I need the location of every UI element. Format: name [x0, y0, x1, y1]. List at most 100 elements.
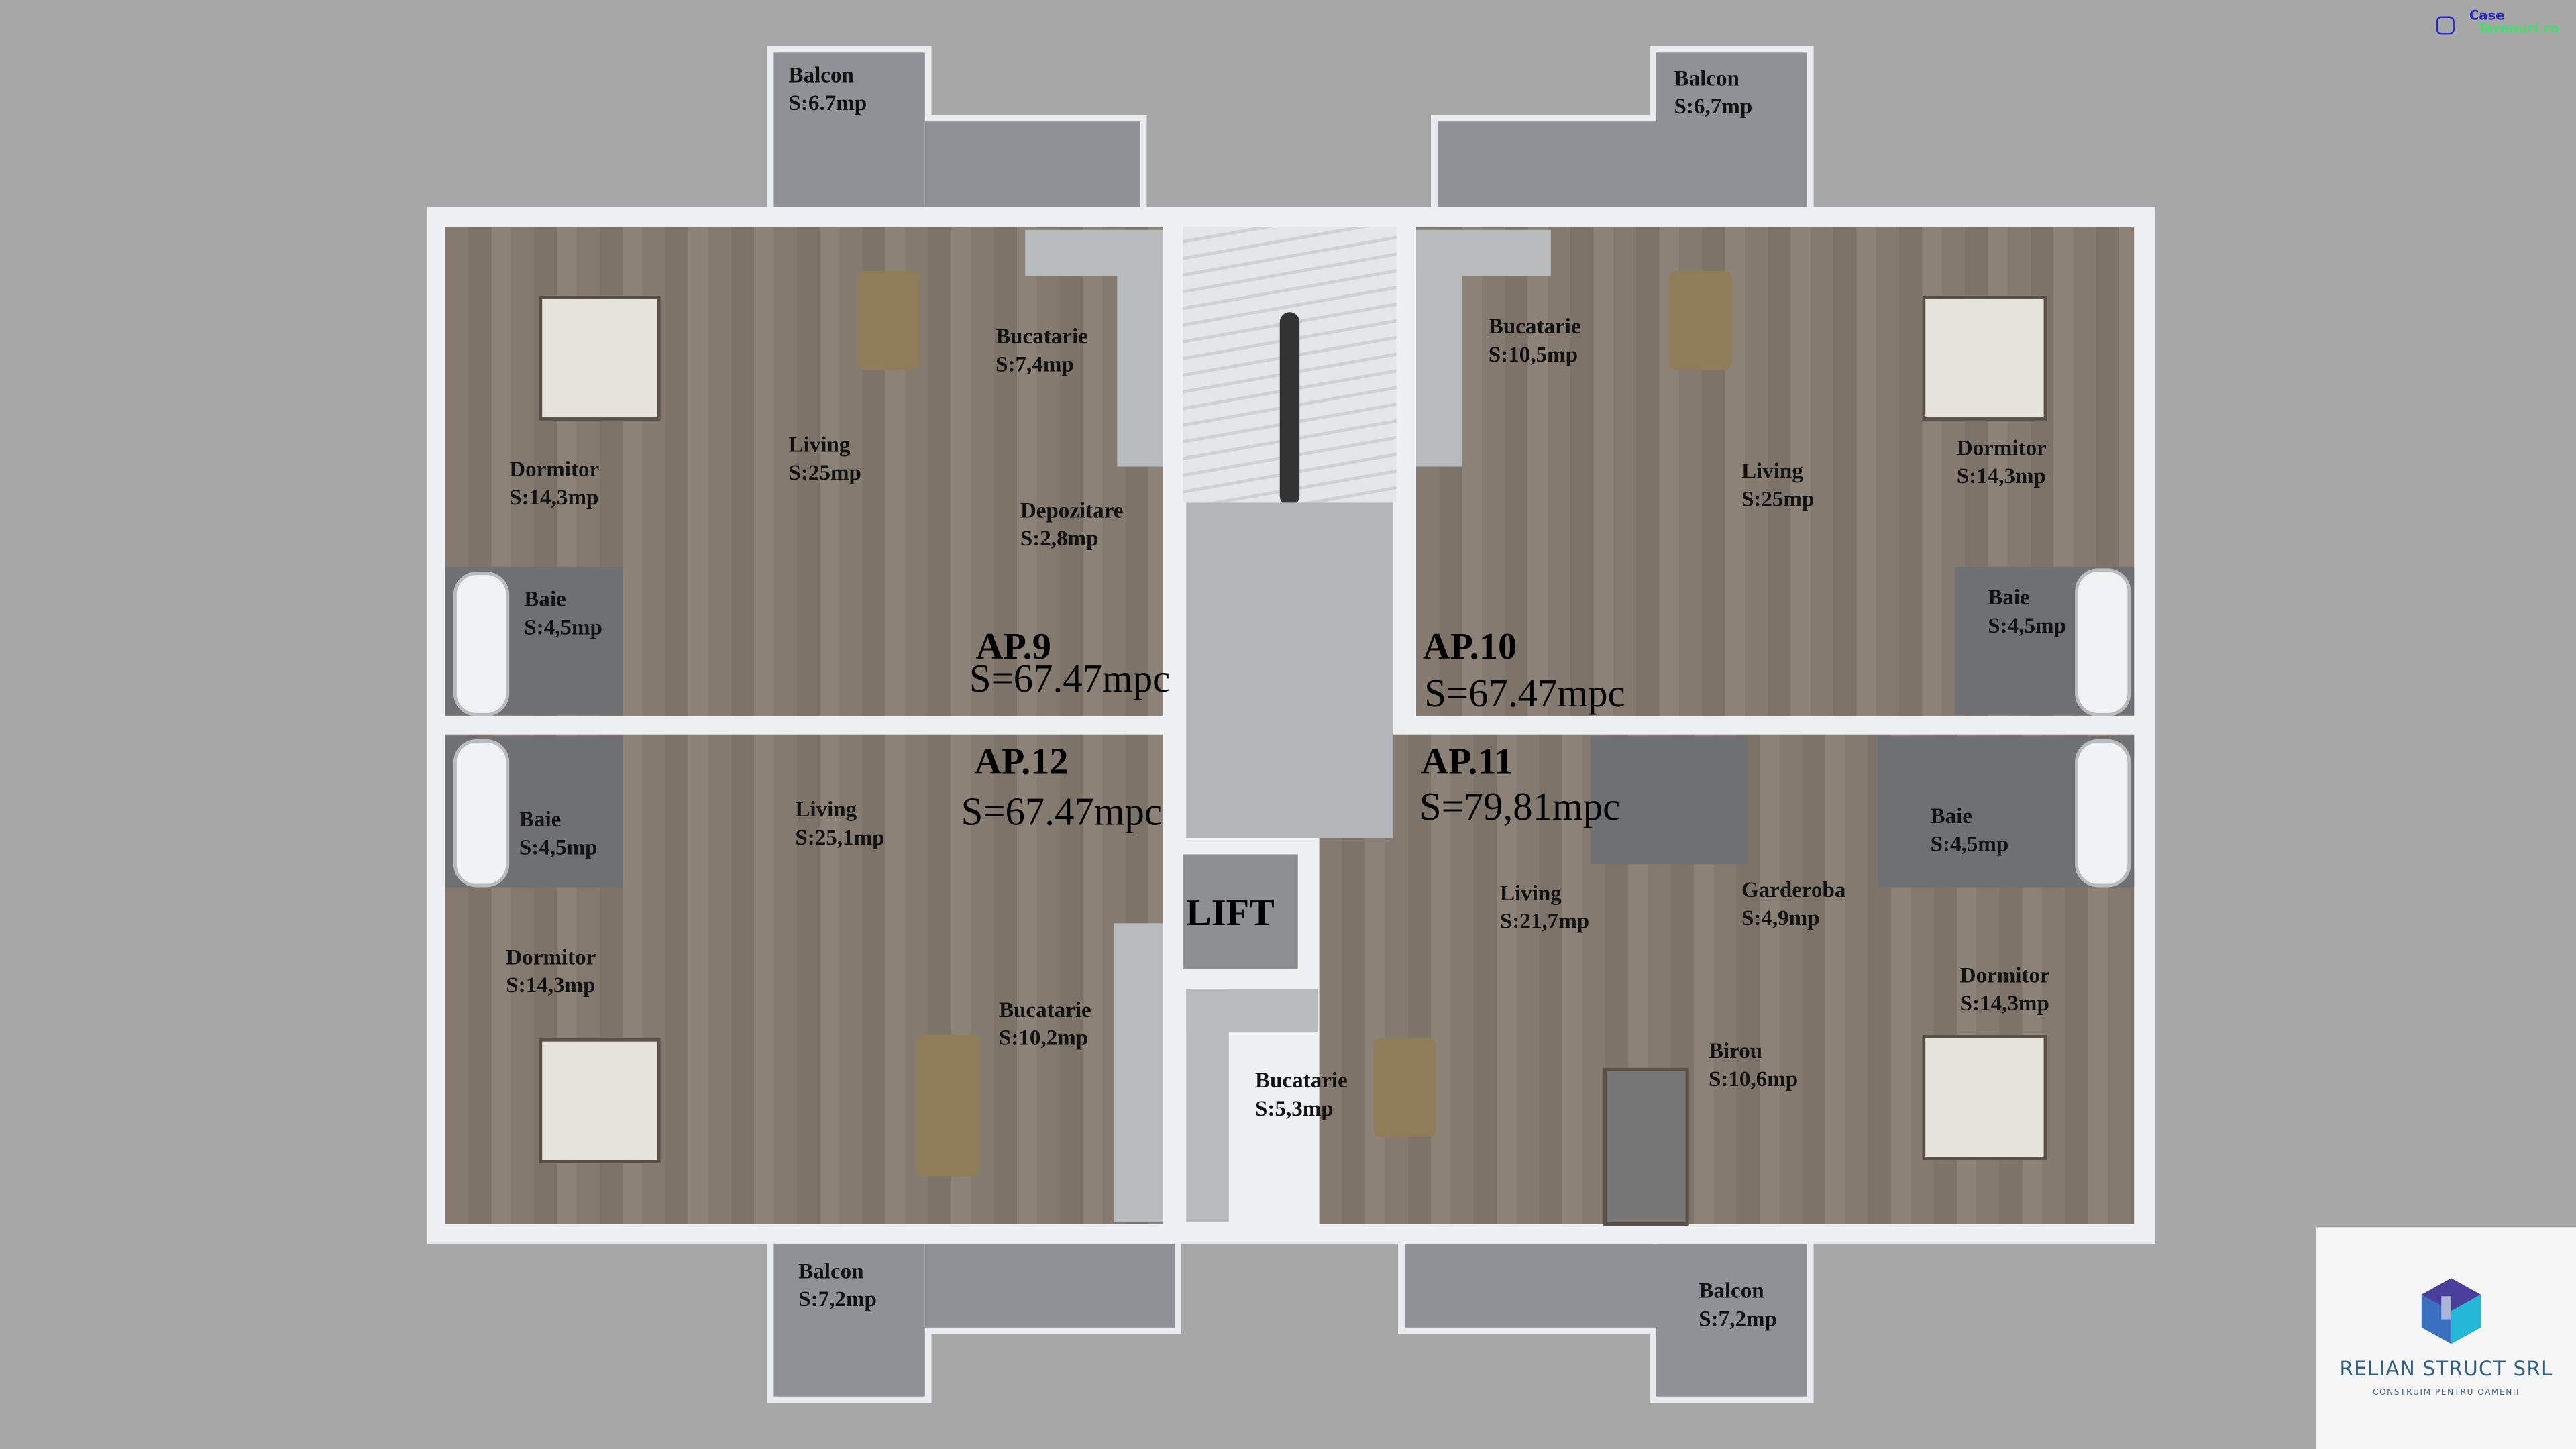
brand-line1: Case [2469, 8, 2505, 23]
cube-logo-icon [2421, 1278, 2481, 1344]
apartment-name: AP.10 [1422, 626, 1517, 667]
casa-terenuri-watermark: Case Terenuri.ro [2433, 7, 2565, 40]
corridor [1186, 502, 1393, 838]
room-area: S:4,5mp [1988, 612, 2066, 638]
bed-icon [539, 295, 661, 421]
balcony-top-left-ext [924, 115, 1147, 217]
kitchen-counter [1117, 229, 1163, 467]
kitchen-counter [1186, 989, 1229, 1223]
bed-icon [1922, 1034, 2047, 1160]
room-area: S:2,8mp [1020, 525, 1099, 551]
apartment-area: S=67.47mpc [1424, 674, 1625, 716]
room-name: Balcon [1699, 1278, 1764, 1303]
room-name: Birou [1708, 1038, 1763, 1063]
apartment-name: AP.11 [1421, 741, 1513, 782]
room-area: S:5,3mp [1255, 1095, 1334, 1121]
lift-label: LIFT [1186, 892, 1275, 934]
bathtub-icon [2075, 739, 2131, 888]
apartment-area: S=79,81mpc [1419, 787, 1621, 830]
room-area: S:4,5mp [1930, 831, 2009, 856]
room-name: Living [795, 796, 857, 822]
room-name: Dormitor [1960, 963, 2050, 987]
room-area: S:4,9mp [1741, 905, 1820, 930]
bed-icon [1603, 1067, 1689, 1226]
room-name: Dormitor [509, 456, 600, 482]
room-name: Bucatarie [1488, 313, 1581, 339]
bathtub-icon [453, 739, 510, 888]
balcony-top-right-ext [1431, 115, 1656, 217]
house-icon [2436, 16, 2455, 35]
room-area: S:14,3mp [1960, 990, 2049, 1016]
room-area: S:7,2mp [798, 1286, 877, 1311]
room-area: S:14,3mp [506, 972, 596, 998]
room-area: S:7,4mp [996, 352, 1074, 376]
balcony-top-left [767, 46, 932, 217]
room-name: Garderoba [1741, 877, 1846, 902]
kitchen-counter [1114, 923, 1163, 1223]
balcony-bottom-left-ext [924, 1235, 1181, 1334]
kitchen-counter [1416, 229, 1462, 467]
room-name: Baie [1988, 584, 2030, 610]
room-area: S:6,7mp [1674, 93, 1753, 119]
room-area: S:14,3mp [1956, 463, 2046, 488]
balcony-bottom-left [767, 1235, 932, 1403]
room-area: S:25mp [1741, 486, 1815, 511]
room-name: Living [788, 432, 851, 457]
room-name: Balcon [1674, 65, 1739, 91]
room-name: Balcon [788, 62, 854, 87]
room-area: S:10,5mp [1488, 341, 1578, 367]
room-area: S:6.7mp [788, 90, 867, 115]
room-name: Living [1741, 458, 1803, 484]
bathtub-icon [2075, 568, 2131, 716]
room-area: S:10,6mp [1708, 1066, 1799, 1091]
room-name: Dormitor [506, 945, 596, 969]
sofa-icon [1373, 1038, 1436, 1137]
lift-shaft [1183, 854, 1298, 969]
apartment-area: S=67.47mpc [969, 659, 1171, 702]
company-name: RELIAN STRUCT SRL [2339, 1356, 2553, 1381]
room-area: S:21,7mp [1499, 908, 1590, 934]
apartment-name: AP.12 [974, 741, 1069, 782]
bed-icon [1922, 295, 2047, 421]
room-name: Balcon [798, 1258, 864, 1283]
bath-ap11-small [1590, 736, 1748, 865]
bed-icon [539, 1038, 661, 1163]
room-area: S:10,2mp [998, 1025, 1089, 1050]
room-area: S:25,1mp [795, 824, 885, 850]
room-name: Baie [524, 586, 566, 612]
room-name: Baie [1930, 803, 1973, 828]
room-name: Living [1499, 880, 1562, 906]
sofa-icon [857, 271, 920, 370]
room-area: S:4,5mp [519, 835, 598, 859]
apartment-area: S=67.47mpc [961, 792, 1162, 835]
room-name: Bucatarie [996, 323, 1088, 349]
room-name: Bucatarie [1255, 1067, 1348, 1093]
bathtub-icon [453, 572, 510, 716]
apartment-name: AP.9 [975, 626, 1051, 667]
room-name: Depozitare [1020, 498, 1124, 523]
room-area: S:7,2mp [1699, 1305, 1777, 1331]
room-name: Dormitor [1956, 435, 2047, 460]
brand-line2: Terenuri.ro [2477, 21, 2559, 36]
sofa-icon [916, 1034, 979, 1177]
stair-railing [1279, 312, 1300, 506]
